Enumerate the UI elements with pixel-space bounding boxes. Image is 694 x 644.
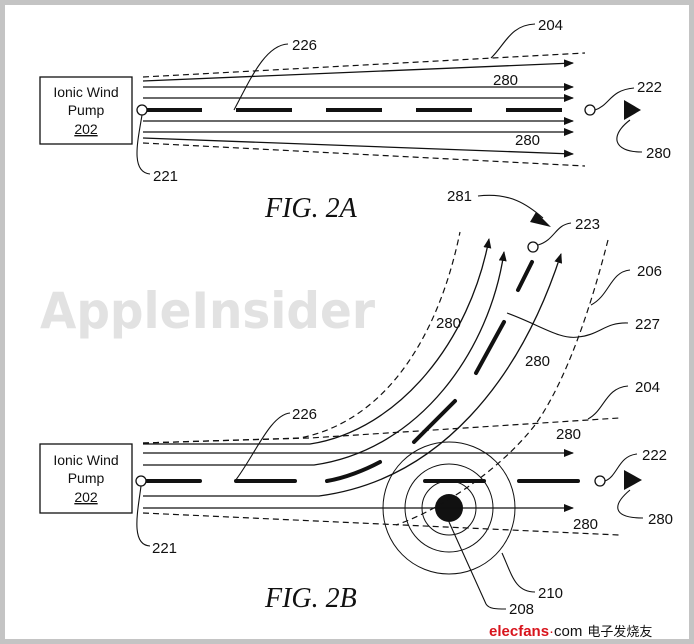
fig-2a: Ionic Wind Pump 202 204 226 280 280 222 … — [39, 17, 671, 224]
ref-281: 281 — [447, 188, 472, 205]
boundary-204-bottom — [142, 512, 620, 536]
pump-label: Ionic Wind — [53, 84, 118, 100]
ref-222: 222 — [637, 79, 662, 96]
ref-206: 206 — [637, 263, 662, 280]
boundary-204-top — [142, 417, 620, 444]
ref-208: 208 — [509, 601, 534, 618]
node-221 — [135, 475, 147, 487]
pump-ref: 202 — [74, 121, 98, 137]
leader-221 — [136, 114, 151, 175]
ref-204: 204 — [538, 17, 563, 34]
node-221 — [136, 104, 148, 116]
logo-brand: elecfans — [489, 623, 549, 640]
flow-arrow — [142, 137, 574, 158]
leader-223 — [537, 222, 572, 246]
ref-280: 280 — [556, 426, 581, 443]
node-222 — [584, 104, 596, 116]
leader-204 — [490, 23, 536, 59]
logo-suffix: com — [554, 623, 582, 640]
arrow-281-head — [530, 212, 551, 227]
leader-222 — [594, 87, 635, 111]
boundary-206-left — [142, 231, 461, 444]
leader-227 — [506, 312, 629, 338]
node-223 — [527, 241, 539, 253]
ref-204: 204 — [635, 379, 660, 396]
ref-210: 210 — [538, 585, 563, 602]
flow-direction-triangle — [624, 100, 641, 120]
boundary-204-bottom — [142, 142, 586, 167]
ref-227: 227 — [635, 316, 660, 333]
leader-204 — [587, 385, 629, 420]
ref-222: 222 — [642, 447, 667, 464]
leader-280 — [617, 489, 644, 519]
figure-title: FIG. 2B — [264, 583, 357, 614]
ref-221: 221 — [152, 540, 177, 557]
watermark: AppleInsider — [40, 282, 375, 340]
ionic-wind-pump-box — [39, 76, 133, 145]
fig-2b: 281 Ionic Wind Pump 202 — [39, 188, 673, 618]
flow-arrow — [143, 251, 507, 466]
pump-label: Ionic Wind — [53, 452, 118, 468]
node-222 — [594, 475, 606, 487]
flow-direction-triangle — [624, 470, 642, 490]
ref-226: 226 — [292, 406, 317, 423]
leader-222 — [604, 453, 638, 482]
ref-280: 280 — [648, 511, 673, 528]
leader-210 — [501, 552, 536, 593]
flow-arrow — [143, 253, 563, 497]
ref-280: 280 — [646, 145, 671, 162]
ref-280: 280 — [573, 516, 598, 533]
ref-280: 280 — [493, 72, 518, 89]
ref-221: 221 — [153, 168, 178, 185]
logo-chinese: 电子发烧友 — [587, 624, 652, 640]
ref-226: 226 — [292, 37, 317, 54]
pump-label: Pump — [68, 102, 105, 118]
ref-280: 280 — [436, 315, 461, 332]
boundary-204-top — [142, 52, 586, 78]
flow-axis-226 — [145, 460, 580, 483]
flow-arrow — [143, 238, 492, 445]
arrow-281 — [477, 194, 544, 219]
ionic-wind-pump-box — [39, 443, 133, 514]
flow-arrow — [142, 59, 574, 82]
leader-280 — [616, 119, 643, 153]
leader-226 — [233, 43, 289, 111]
leader-226 — [234, 412, 291, 482]
figure-title: FIG. 2A — [264, 193, 358, 224]
leader-221 — [136, 485, 151, 547]
pump-label: Pump — [68, 470, 105, 486]
boundary-206-right — [395, 239, 609, 526]
ref-280: 280 — [515, 132, 540, 149]
leader-206 — [590, 269, 631, 306]
pump-ref: 202 — [74, 489, 98, 505]
leader-208 — [448, 521, 507, 610]
ref-223: 223 — [575, 216, 600, 233]
ref-280: 280 — [525, 353, 550, 370]
flow-axis-227 — [412, 260, 534, 444]
